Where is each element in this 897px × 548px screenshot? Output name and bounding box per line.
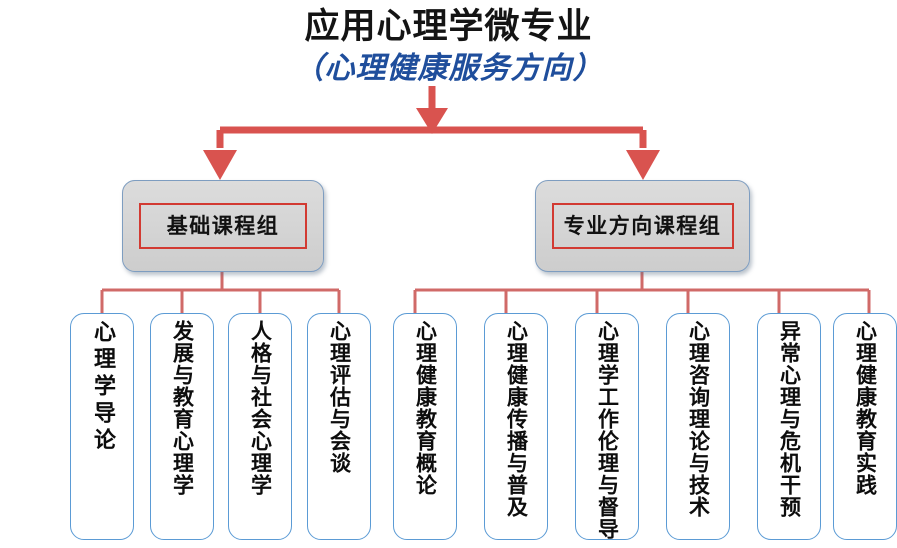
course-box-major-1[interactable]: 心理健康教育概论 — [393, 313, 457, 540]
group-inner-frame-basic: 基础课程组 — [139, 203, 307, 249]
course-label: 心理咨询理论与技术 — [686, 320, 711, 518]
course-box-major-4[interactable]: 心理咨询理论与技术 — [666, 313, 730, 540]
page-title: 应用心理学微专业 — [304, 7, 593, 47]
course-label: 心理健康教育实践 — [853, 320, 878, 496]
group-box-basic[interactable]: 基础课程组 — [122, 180, 324, 272]
course-label: 人格与社会心理学 — [248, 320, 273, 496]
course-label: 异常心理与危机干预 — [777, 320, 802, 518]
course-label: 心理评估与会谈 — [327, 320, 352, 474]
course-box-major-5[interactable]: 异常心理与危机干预 — [757, 313, 821, 540]
group-inner-frame-major: 专业方向课程组 — [551, 203, 734, 249]
course-box-major-6[interactable]: 心理健康教育实践 — [833, 313, 897, 540]
course-label: 心理学导论 — [90, 320, 115, 455]
course-box-basic-2[interactable]: 发展与教育心理学 — [150, 313, 214, 540]
group-box-major[interactable]: 专业方向课程组 — [535, 180, 750, 272]
course-label: 心理健康传播与普及 — [504, 320, 529, 518]
group-label-basic: 基础课程组 — [166, 213, 280, 238]
course-box-basic-3[interactable]: 人格与社会心理学 — [228, 313, 292, 540]
group-label-major: 专业方向课程组 — [563, 213, 722, 238]
course-label: 发展与教育心理学 — [170, 320, 195, 496]
course-box-basic-4[interactable]: 心理评估与会谈 — [307, 313, 371, 540]
course-label: 心理健康教育概论 — [413, 320, 438, 496]
course-label: 心理学工作伦理与督导 — [595, 320, 620, 540]
course-box-major-3[interactable]: 心理学工作伦理与督导 — [575, 313, 639, 540]
page-subtitle: （心理健康服务方向） — [293, 51, 604, 86]
course-box-basic-1[interactable]: 心理学导论 — [70, 313, 134, 540]
course-box-major-2[interactable]: 心理健康传播与普及 — [484, 313, 548, 540]
